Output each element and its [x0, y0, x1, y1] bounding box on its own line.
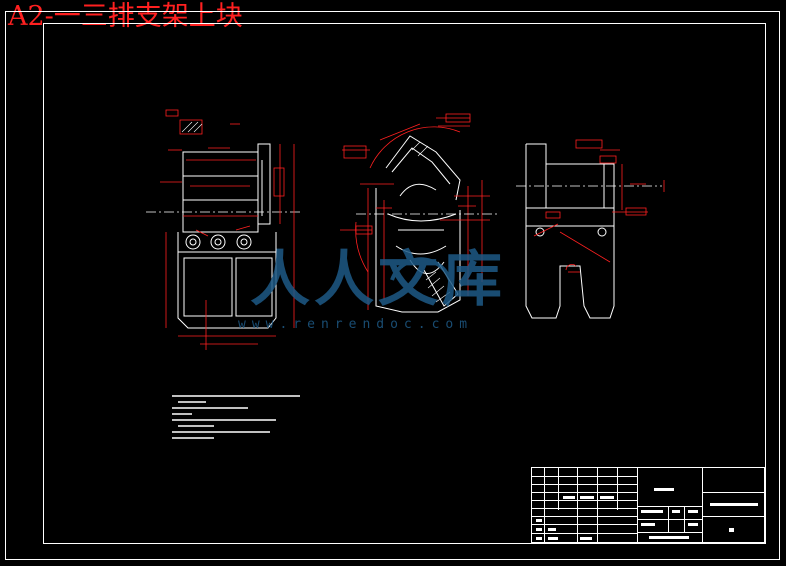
- front-view: [177, 143, 277, 329]
- side-view: [525, 143, 615, 319]
- inner-frame: [43, 23, 766, 544]
- watermark-logo: 人人文库: [250, 245, 506, 315]
- sheet-title: A2-一三排支架上块: [8, 1, 243, 32]
- section-hatch: [411, 141, 451, 303]
- title-block: [531, 467, 765, 543]
- technical-notes: [172, 395, 300, 439]
- section-view: [375, 135, 461, 313]
- watermark-url: www.renrendoc.com: [238, 317, 474, 332]
- watermark-text: 人人文库: [250, 245, 506, 315]
- side-dimensions: [533, 139, 665, 273]
- title-block-text: [536, 488, 758, 540]
- front-dimensions: [160, 109, 295, 350]
- outer-frame: [5, 11, 780, 560]
- section-dimensions: [340, 113, 490, 310]
